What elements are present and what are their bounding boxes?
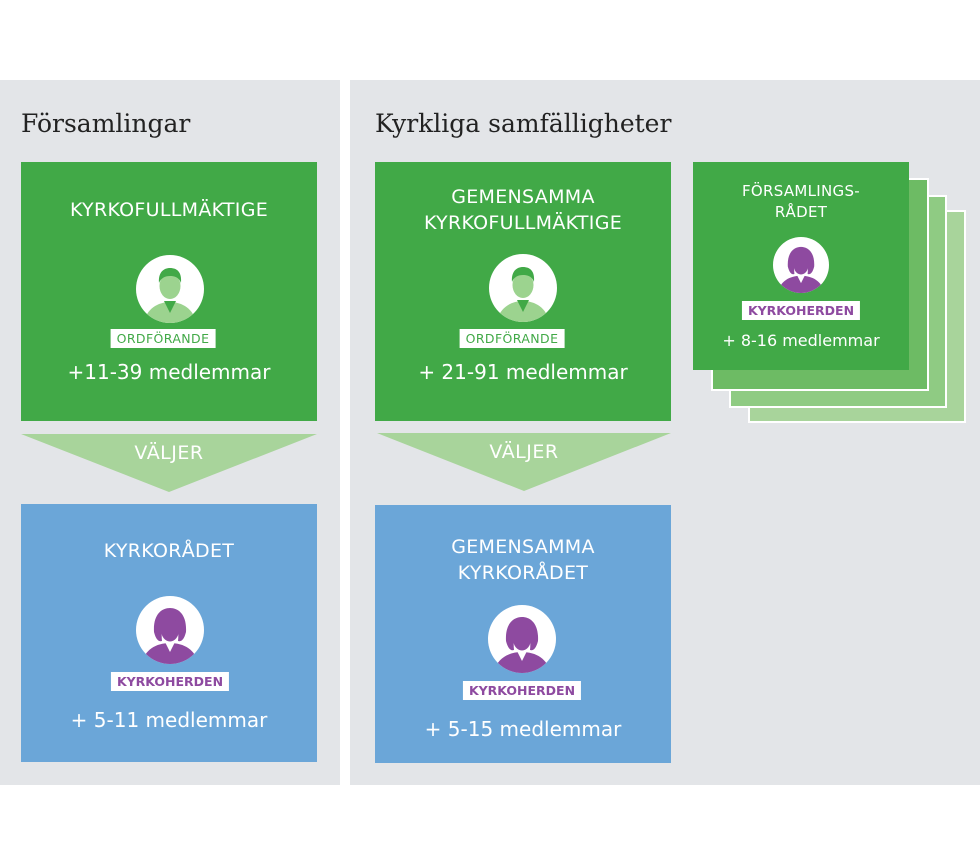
gemensamma-kyrkofullmaktige-box: GEMENSAMMA KYRKOFULLMÄKTIGE ORDFÖRANDE +… (375, 162, 671, 421)
left-panel-title: Församlingar (21, 109, 191, 138)
arrow-label: VÄLJER (489, 441, 559, 463)
forsamlingsradet-box: FÖRSAMLINGS- RÅDET KYRKOHERDEN + 8-16 me… (693, 162, 909, 370)
members-count: + 5-15 medlemmar (424, 717, 622, 741)
person-man-icon (136, 255, 204, 323)
kyrkoherden-badge: KYRKOHERDEN (110, 672, 230, 691)
kyrkoherden-badge: KYRKOHERDEN (462, 681, 582, 700)
kyrkoradet-box: KYRKORÅDET KYRKOHERDEN + 5-11 medlemmar (21, 504, 317, 762)
box-title: GEMENSAMMA KYRKORÅDET (451, 536, 595, 584)
kyrkofullmaktige-box: KYRKOFULLMÄKTIGE ORDFÖRANDE +11-39 medle… (21, 162, 317, 421)
person-woman-icon (773, 237, 829, 293)
box-title: FÖRSAMLINGS- RÅDET (741, 182, 861, 221)
left-panel: Församlingar KYRKOFULLMÄKTIGE ORDFÖRANDE… (0, 80, 340, 785)
members-count: + 21-91 medlemmar (418, 360, 628, 384)
valjer-arrow: VÄLJER (21, 434, 317, 492)
person-man-icon (489, 254, 557, 322)
ordforande-badge: ORDFÖRANDE (110, 329, 216, 348)
right-panel-title: Kyrkliga samfälligheter (375, 109, 672, 138)
ordforande-badge: ORDFÖRANDE (459, 329, 565, 348)
person-woman-icon (136, 596, 204, 664)
valjer-arrow: VÄLJER (377, 433, 671, 491)
box-title: KYRKORÅDET (103, 540, 235, 562)
gemensamma-kyrkoradet-box: GEMENSAMMA KYRKORÅDET KYRKOHERDEN + 5-15… (375, 505, 671, 763)
box-title: KYRKOFULLMÄKTIGE (69, 199, 269, 221)
members-count: +11-39 medlemmar (67, 360, 271, 384)
person-woman-icon (488, 605, 556, 673)
members-count: + 5-11 medlemmar (70, 708, 268, 732)
arrow-label: VÄLJER (134, 442, 204, 464)
right-panel: Kyrkliga samfälligheter FÖRSAMLINGS- RÅD… (350, 80, 980, 785)
members-count: + 8-16 medlemmar (722, 331, 880, 350)
box-title: GEMENSAMMA KYRKOFULLMÄKTIGE (423, 186, 623, 234)
kyrkoherden-badge: KYRKOHERDEN (741, 301, 861, 320)
